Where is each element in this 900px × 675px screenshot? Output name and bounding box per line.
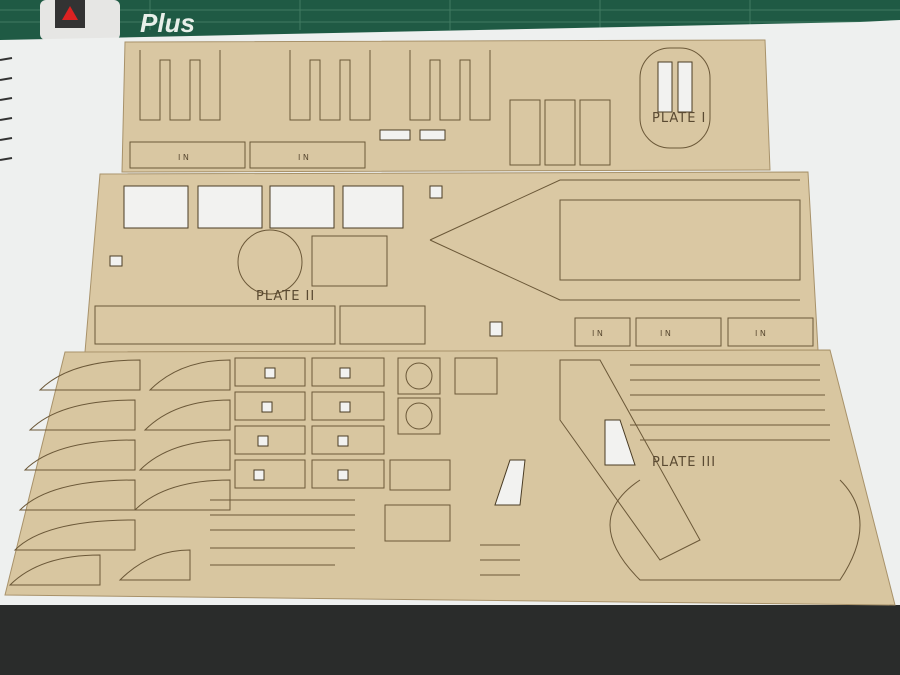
plate-2: PLATE II I N I N I N: [84, 171, 819, 353]
in-mark: I N: [298, 153, 309, 162]
in-mark: I N: [660, 329, 671, 338]
plate-1: I N I N PLATE I: [121, 39, 771, 173]
mat-logo: Plus: [140, 8, 195, 38]
paint-bottle: [40, 0, 120, 40]
plate-1-label: PLATE I: [652, 111, 706, 126]
plate-3-label: PLATE III: [652, 455, 716, 470]
binder-rings: [0, 57, 13, 161]
in-mark: I N: [755, 329, 766, 338]
table-shadow: [0, 605, 900, 675]
in-mark: I N: [178, 153, 189, 162]
plate-3: PLATE III: [4, 349, 896, 606]
plate-2-label: PLATE II: [256, 289, 315, 304]
in-mark: I N: [592, 329, 603, 338]
